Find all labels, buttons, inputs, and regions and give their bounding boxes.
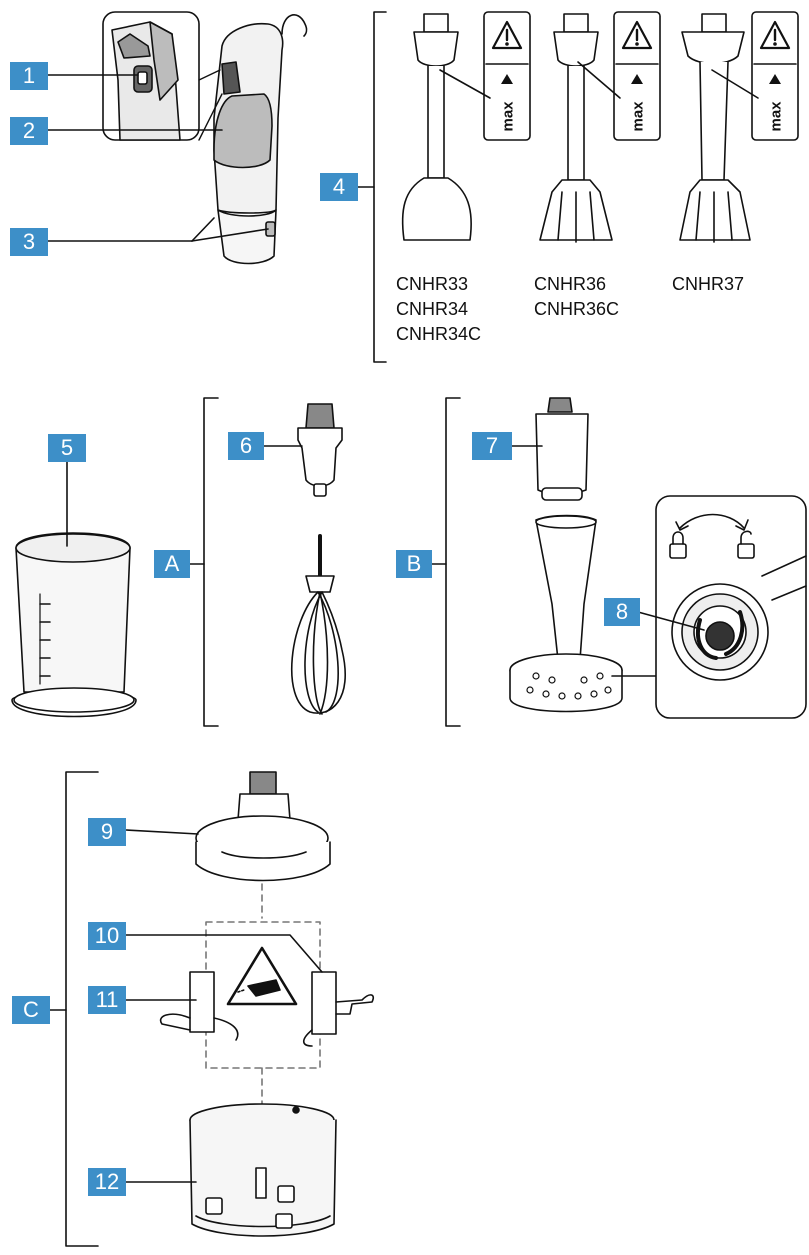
callout-C: C bbox=[12, 996, 50, 1024]
blender-foot-cnhr33 bbox=[401, 13, 472, 241]
hand-warning-triangle bbox=[226, 946, 298, 1006]
max-label-3: max bbox=[767, 101, 785, 132]
callout-B: B bbox=[396, 550, 432, 578]
callout-6: 6 bbox=[228, 432, 264, 460]
masher-gear-drawing bbox=[535, 397, 589, 501]
chopper-lid-drawing bbox=[195, 771, 331, 882]
chopper-blade-right bbox=[302, 971, 375, 1047]
callout-11: 11 bbox=[88, 986, 126, 1014]
model-cnhr33: CNHR33 bbox=[396, 274, 469, 294]
callout-4: 4 bbox=[320, 173, 358, 201]
max-label-1: max bbox=[499, 101, 517, 132]
callout-9: 9 bbox=[88, 818, 126, 846]
callout-2: 2 bbox=[10, 117, 48, 145]
button-closeup-inset bbox=[102, 11, 200, 141]
model-cnhr34c: CNHR34C bbox=[396, 324, 482, 344]
whisk-drawing bbox=[291, 534, 347, 715]
model-cnhr36: CNHR36 bbox=[534, 274, 607, 294]
callout-5: 5 bbox=[48, 434, 86, 462]
blender-foot-cnhr36 bbox=[539, 13, 613, 243]
callout-A: A bbox=[154, 550, 190, 578]
masher-lock-inset bbox=[655, 495, 807, 719]
chopper-bowl-drawing bbox=[189, 1103, 337, 1237]
callout-10: 10 bbox=[88, 922, 126, 950]
blender-foot-cnhr37 bbox=[679, 13, 751, 243]
callout-3: 3 bbox=[10, 228, 48, 256]
measuring-beaker-drawing bbox=[11, 532, 137, 718]
potato-masher-drawing bbox=[509, 514, 623, 713]
model-cnhr34: CNHR34 bbox=[396, 299, 469, 319]
callout-1: 1 bbox=[10, 62, 48, 90]
callout-12: 12 bbox=[88, 1168, 126, 1196]
chopper-blade-left bbox=[159, 971, 239, 1041]
whisk-gear-drawing bbox=[297, 403, 343, 497]
max-label-2: max bbox=[629, 101, 647, 132]
hand-blender-drawing bbox=[213, 14, 308, 265]
callout-7: 7 bbox=[472, 432, 512, 460]
model-cnhr36c: CNHR36C bbox=[534, 299, 620, 319]
callout-8: 8 bbox=[604, 598, 640, 626]
model-cnhr37: CNHR37 bbox=[672, 274, 745, 294]
